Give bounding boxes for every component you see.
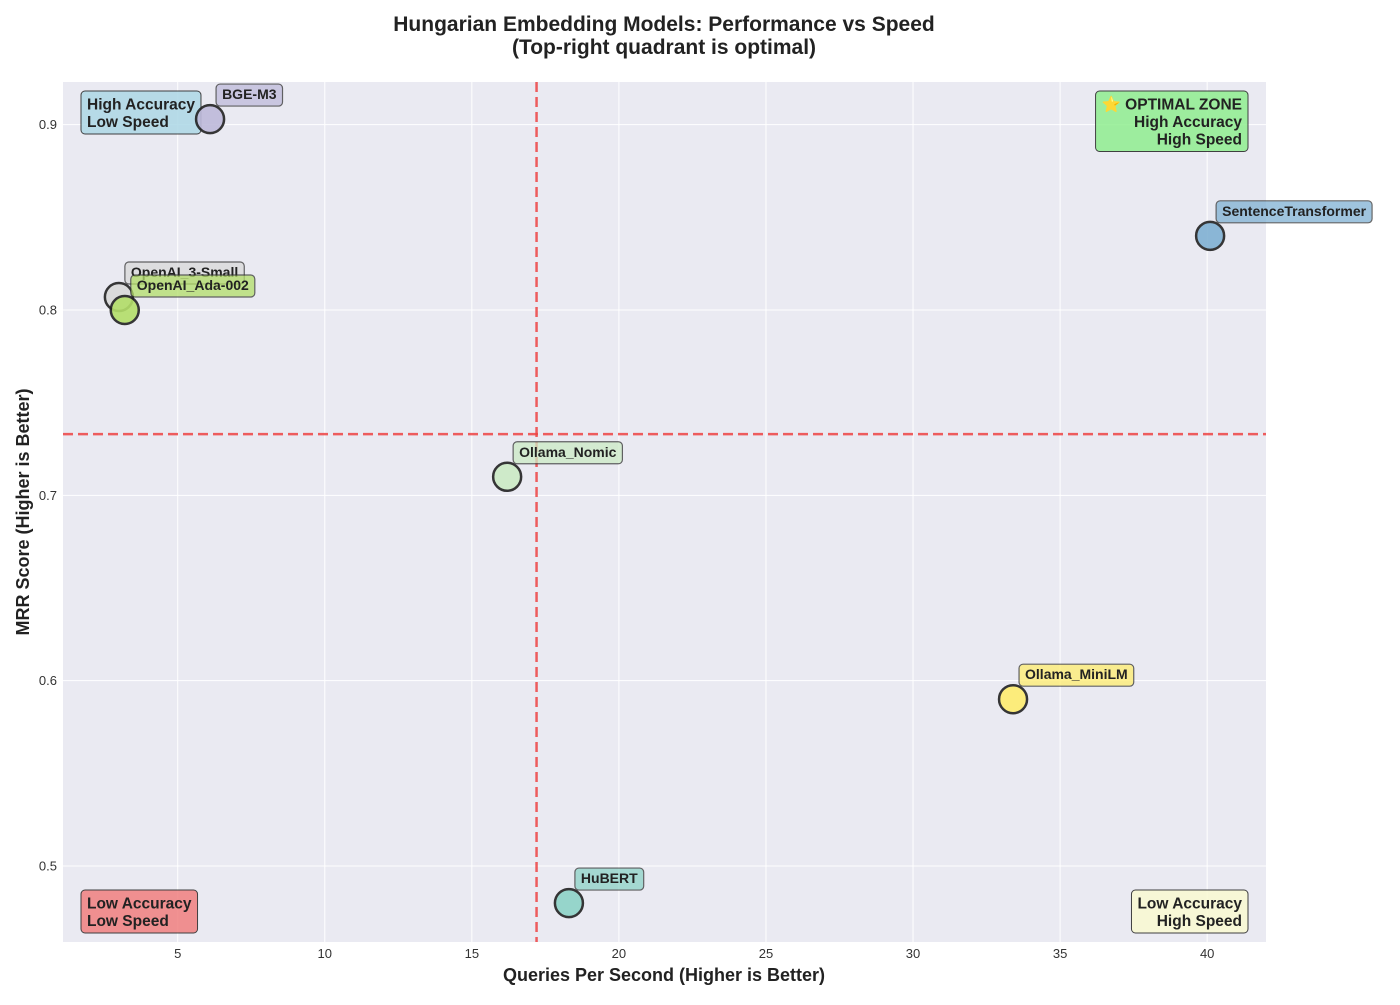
y-tick-label: 0.6: [39, 673, 57, 688]
x-tick-label: 20: [612, 946, 626, 961]
data-point-label: OpenAI_Ada-002: [137, 277, 249, 293]
x-tick-label: 35: [1053, 946, 1067, 961]
y-tick-label: 0.5: [39, 859, 57, 874]
data-point-label: SentenceTransformer: [1222, 203, 1366, 219]
axis-ticks: 5 10 15 20 25 30 35 40 0.5 0.6 0.7 0.8 0.9: [39, 117, 1214, 961]
y-tick-label: 0.8: [39, 302, 57, 317]
y-tick-label: 0.7: [39, 488, 57, 503]
data-points: BGE-M3SentenceTransformerOpenAI_3-SmallO…: [103, 83, 1373, 919]
x-tick-label: 5: [174, 946, 181, 961]
y-tick-label: 0.9: [39, 117, 57, 132]
data-point: [553, 887, 585, 919]
x-tick-label: 25: [759, 946, 773, 961]
data-point-label: BGE-M3: [222, 86, 277, 102]
quadrant-label-box: [1095, 90, 1249, 152]
data-point-group: HuBERT: [553, 867, 645, 919]
data-point-label-box: [574, 867, 645, 891]
x-tick-label: 10: [318, 946, 332, 961]
data-point-label-box: [512, 441, 624, 465]
reference-lines: [63, 82, 1266, 942]
data-point: [1194, 220, 1226, 252]
quadrant-label-text: Low Accuracy: [1137, 896, 1242, 913]
quadrant-label-box: [1130, 889, 1249, 934]
data-point-group: BGE-M3: [194, 83, 284, 135]
data-point-label-box: [130, 274, 256, 298]
data-point: [194, 103, 226, 135]
x-tick-label: 30: [906, 946, 920, 961]
quadrant-label-text: High Accuracy: [1134, 114, 1242, 131]
data-point-label: Ollama_Nomic: [519, 444, 616, 460]
data-point: [997, 683, 1029, 715]
quadrant-label-text: Low Speed: [87, 114, 169, 131]
data-point-group: SentenceTransformer: [1194, 200, 1373, 252]
quadrant-label-text: High Speed: [1157, 132, 1242, 149]
y-axis-label: MRR Score (Higher is Better): [13, 388, 33, 635]
data-point-label: HuBERT: [581, 870, 638, 886]
quadrant-label-text: High Accuracy: [87, 97, 195, 114]
data-point-group: Ollama_MiniLM: [997, 663, 1135, 715]
quadrant-label-box: [80, 889, 199, 934]
plot-area: [63, 82, 1266, 942]
chart-subtitle: (Top-right quadrant is optimal): [512, 36, 816, 59]
quadrant-label-text: High Speed: [1157, 913, 1242, 930]
x-axis-label: Queries Per Second (Higher is Better): [503, 965, 825, 985]
data-point: [491, 461, 523, 493]
data-point-label: Ollama_MiniLM: [1025, 666, 1128, 682]
data-point: [109, 294, 141, 326]
x-tick-label: 40: [1200, 946, 1214, 961]
data-point-label-box: [1018, 663, 1135, 687]
quadrant-label-text: ⭐ OPTIMAL ZONE: [1102, 95, 1242, 114]
data-point-label-box: [215, 83, 284, 107]
quadrant-label-text: Low Accuracy: [87, 896, 192, 913]
data-point-group: OpenAI_Ada-002: [109, 274, 256, 326]
data-point-group: Ollama_Nomic: [491, 441, 624, 493]
x-tick-label: 15: [465, 946, 479, 961]
chart-title: Hungarian Embedding Models: Performance …: [393, 13, 934, 36]
quadrant-label-text: Low Speed: [87, 913, 169, 930]
data-point-label-box: [1215, 200, 1373, 224]
